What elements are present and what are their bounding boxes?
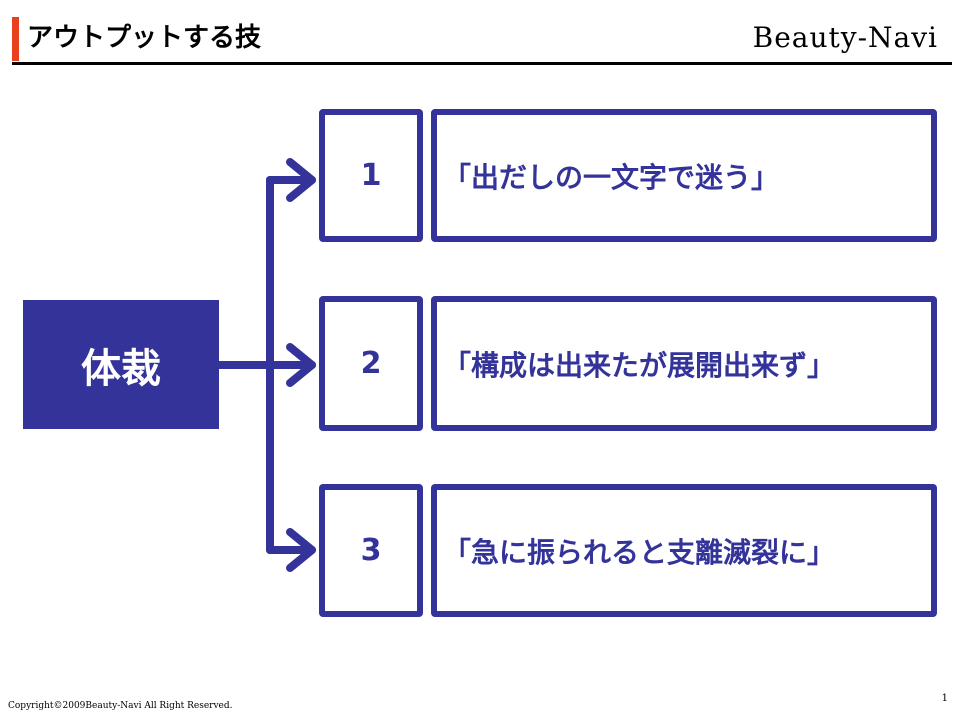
item-text: 「構成は出来たが展開出来ず」 [443,348,836,382]
item-text: 「出だしの一文字で迷う」 [443,160,780,194]
item-number-box-1: 1 [319,109,423,242]
item-number: 2 [360,346,382,381]
item-text-box-3: 「急に振られると支離滅裂に」 [431,484,937,617]
item-number: 3 [360,533,382,568]
arrowhead-3-icon [286,528,316,572]
page-number: 1 [941,693,948,704]
arrowhead-2-icon [286,343,316,387]
item-number-box-2: 2 [319,296,423,431]
copyright-notice: Copyright©2009Beauty-Navi All Right Rese… [8,701,233,711]
arrowhead-1-icon [286,158,316,202]
title-underline [12,62,952,65]
item-number-box-3: 3 [319,484,423,617]
root-node: 体裁 [23,300,219,429]
item-text: 「急に振られると支離滅裂に」 [443,535,836,569]
brand-logo: Beauty-Navi [752,21,938,54]
root-node-label: 体裁 [81,345,161,392]
item-text-box-1: 「出だしの一文字で迷う」 [431,109,937,242]
slide-title: アウトプットする技 [27,23,262,53]
title-accent-bar [12,17,19,61]
item-text-box-2: 「構成は出来たが展開出来ず」 [431,296,937,431]
item-number: 1 [360,158,382,193]
